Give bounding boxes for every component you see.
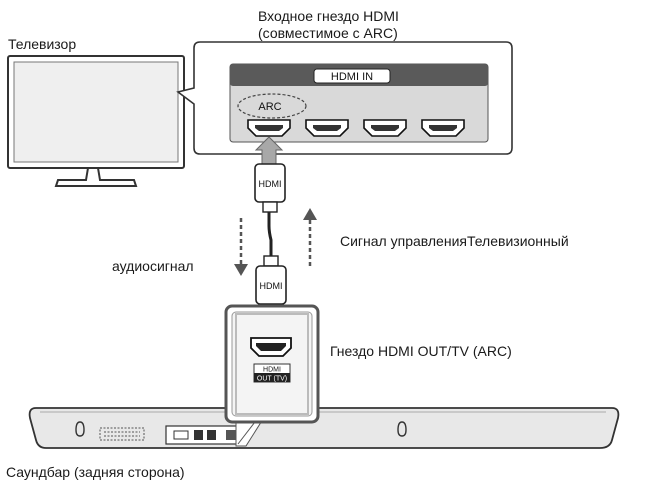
hdmi-in-port-4 [421, 119, 465, 137]
soundbar-mount-hole-left [75, 421, 85, 437]
tv-screen [13, 61, 179, 163]
hdmi-in-label-line2: (совместимое с ARC) [258, 25, 398, 41]
hdmi-out-label: Гнездо HDMI OUT/TV (ARC) [330, 343, 512, 359]
hdmi-in-port-3 [363, 119, 407, 137]
hdmi-in-badge-box [313, 68, 391, 84]
hdmi-in-panel: HDMI IN ARC [229, 63, 489, 143]
hdmi-in-port-2 [305, 119, 349, 137]
hdmi-plug-bottom-label: HDMI [260, 281, 283, 291]
hdmi-in-label: Входное гнездо HDMI (совместимое с ARC) [258, 8, 399, 42]
arc-dashed-ring [237, 93, 307, 119]
hdmi-cable: HDMI HDMI [254, 163, 287, 305]
tv-label: Телевизор [8, 36, 77, 52]
arrow-into-tv-port [254, 136, 284, 165]
soundbar-port-panel [165, 425, 243, 445]
soundbar-zoom-callout: HDMI OUT (TV) [224, 304, 320, 447]
hdmi-in-label-line1: Входное гнездо HDMI [258, 8, 399, 24]
control-signal-label: Сигнал управленияТелевизионный [340, 233, 569, 249]
hdmi-in-port-1 [247, 119, 291, 137]
soundbar-mount-hole-right [397, 421, 407, 437]
tv-stand [54, 167, 138, 187]
audio-signal-arrow [234, 218, 248, 276]
hdmi-in-badge: HDMI IN [331, 71, 373, 83]
soundbar-vent [99, 427, 145, 441]
soundbar-illustration [28, 407, 620, 449]
hdmi-out-jack-label-line1: HDMI [263, 367, 281, 374]
hdmi-plug-top-label: HDMI [259, 179, 282, 189]
tv-illustration [7, 55, 185, 187]
hdmi-out-jack-label-line2: OUT (TV) [257, 376, 287, 383]
hdmi-out-port [250, 337, 292, 357]
hdmi-plug-bottom [255, 265, 287, 305]
soundbar-label: Саундбар (задняя сторона) [6, 464, 185, 480]
control-signal-arrow [303, 208, 317, 268]
arc-badge: ARC [258, 101, 281, 113]
audio-signal-label: аудиосигнал [112, 258, 194, 274]
